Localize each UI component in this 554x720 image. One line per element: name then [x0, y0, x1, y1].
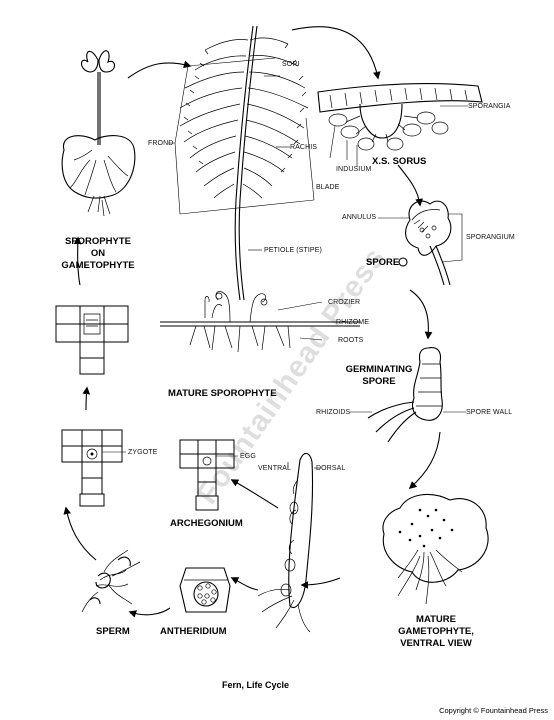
mature-gametophyte-drawing — [382, 493, 489, 605]
label-indusium: INDUSIUM — [336, 166, 372, 173]
label-rachis: RACHIS — [290, 144, 318, 151]
sperm-drawing — [81, 549, 141, 613]
label-ventral: VENTRAL — [258, 465, 291, 472]
gametophyte-side-view-drawing — [257, 452, 320, 633]
stage-label-archegonium: ARCHEGONIUM — [170, 518, 243, 529]
arrow-to-mature-sporophyte — [127, 60, 192, 79]
label-sporangia: SPORANGIA — [468, 103, 511, 110]
stage-label-sporophyte-on-gametophyte: SPOROPHYTE ON GAMETOPHYTE — [61, 236, 135, 271]
label-spore-wall: SPORE WALL — [466, 409, 513, 416]
mature-sporophyte-drawing — [160, 25, 360, 353]
label-dorsal: DORSAL — [316, 465, 346, 472]
frond-brackets — [168, 57, 315, 215]
label-petiole: PETIOLE (STIPE) — [264, 247, 322, 254]
arrow-to-mature-gametophyte — [408, 431, 441, 490]
label-sori: SORI — [282, 61, 300, 68]
arrow-to-archegonium — [230, 479, 279, 509]
label-rhizoids: RHIZOIDS — [316, 409, 351, 416]
copyright-notice: Copyright © Fountainhead Press — [439, 706, 548, 715]
label-sporangium: SPORANGIUM — [466, 234, 515, 241]
arrow-to-zygote — [63, 506, 97, 561]
label-frond: FROND — [148, 140, 174, 147]
stage-label-mature-gametophyte: MATURE GAMETOPHYTE, VENTRAL VIEW — [398, 614, 474, 649]
arrow-to-antheridium — [230, 577, 259, 591]
germinating-spore-drawing — [350, 347, 466, 443]
arrow-to-sporophyte-on-gametophyte — [73, 236, 82, 286]
figure-caption: Fern, Life Cycle — [222, 680, 290, 690]
sorus-cross-section-drawing — [317, 82, 483, 167]
stage-label-antheridium: ANTHERIDIUM — [160, 626, 227, 637]
sporophyte-on-gametophyte-drawing — [61, 50, 136, 217]
arrow-to-young-sporophyte — [82, 386, 91, 411]
cycle-arrows — [63, 26, 441, 618]
stage-label-xs-sorus: X.S. SORUS — [372, 156, 427, 167]
label-rhizome: RHIZOME — [336, 319, 369, 326]
arrow-to-germinating-spore — [409, 289, 433, 340]
label-blade: BLADE — [316, 184, 340, 191]
zygote-drawing — [61, 429, 126, 507]
arrow-to-sorus — [291, 26, 381, 80]
arrow-to-gametophyte-side-view — [300, 577, 341, 589]
label-egg: EGG — [240, 453, 256, 460]
stage-label-mature-sporophyte: MATURE SPOROPHYTE — [168, 388, 277, 399]
arrow-to-sperm — [128, 607, 171, 618]
label-zygote: ZYGOTE — [128, 449, 158, 456]
label-roots: ROOTS — [338, 337, 364, 344]
archegonium-drawing — [179, 439, 238, 511]
stage-label-germinating-spore: GERMINATING SPORE — [345, 364, 413, 387]
label-crozier: CROZIER — [328, 299, 361, 306]
stage-label-spore: SPORE — [366, 257, 400, 268]
antheridium-drawing — [179, 567, 231, 613]
stage-label-sperm: SPERM — [96, 626, 130, 637]
label-annulus: ANNULUS — [342, 214, 377, 221]
sporangium-drawing — [378, 200, 463, 286]
young-sporophyte-drawing — [55, 305, 129, 375]
